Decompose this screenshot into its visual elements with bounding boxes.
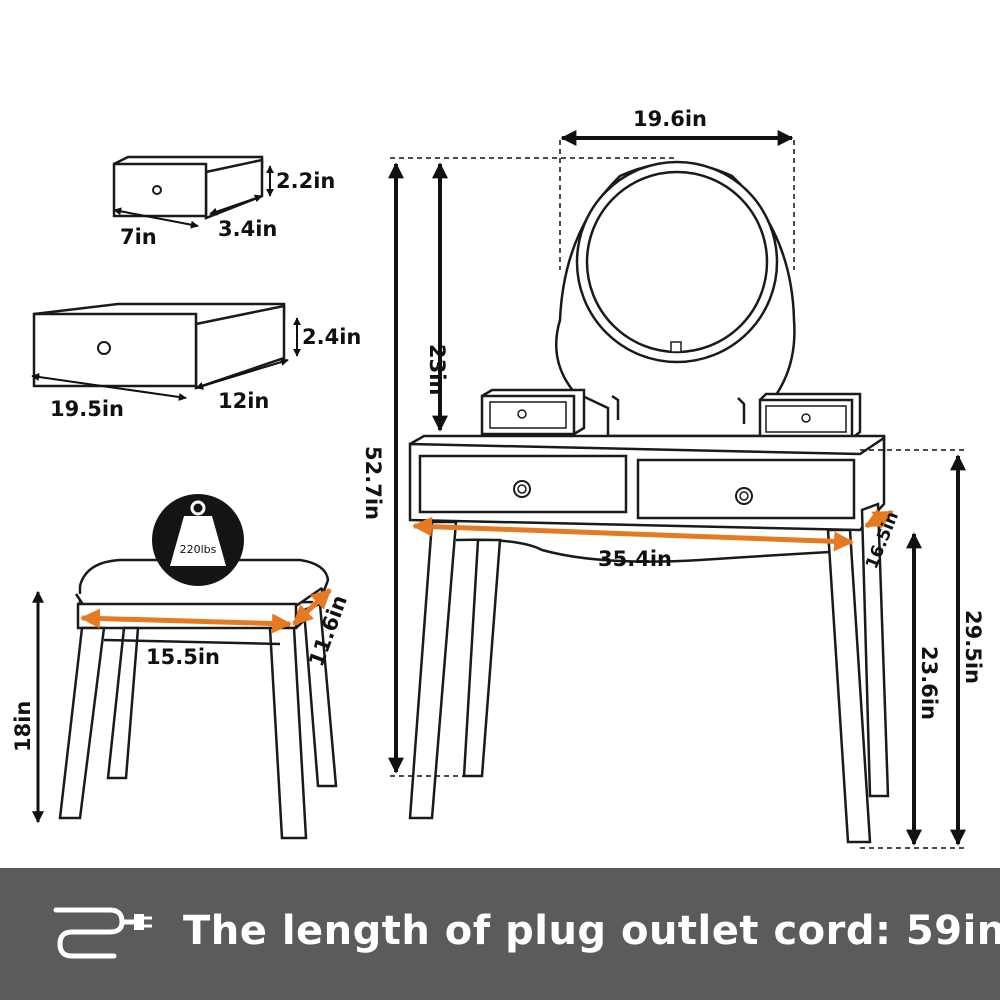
small-drawer-width-label: 7in [120, 225, 157, 249]
vanity-table-illustration [408, 160, 890, 844]
large-drawer-width-label: 19.5in [50, 397, 124, 421]
table-width-label: 35.4in [598, 547, 672, 571]
stool-dimension-arrows [32, 588, 332, 824]
stool-width-label: 15.5in [146, 645, 220, 669]
large-drawer-height-label: 2.4in [302, 325, 361, 349]
small-drawer-dimensions [113, 165, 274, 229]
large-drawer-dimensions [31, 317, 301, 401]
large-drawer-illustration [32, 302, 286, 390]
stool-illustration [58, 558, 338, 840]
large-drawer-depth-label: 12in [218, 389, 269, 413]
power-cord-icon [53, 907, 152, 959]
weight-capacity-label: 220lbs [180, 543, 217, 556]
total-height-label: 52.7in [361, 446, 385, 520]
vanity-dimension-arrows [388, 130, 966, 846]
small-drawer-height-label: 2.2in [276, 169, 335, 193]
cord-length-banner: The length of plug outlet cord: 59in [0, 868, 1000, 1000]
mirror-width-label: 19.6in [633, 107, 707, 131]
weight-capacity-badge: 220lbs [152, 494, 244, 586]
small-drawer-depth-label: 3.4in [218, 217, 277, 241]
stool-height-label: 18in [11, 701, 35, 752]
cord-length-text: The length of plug outlet cord: 59in [183, 908, 1000, 954]
small-drawer-illustration [112, 155, 264, 220]
vanity-dimension-guides [390, 140, 964, 849]
mirror-height-label: 23in [425, 344, 449, 395]
weight-icon [170, 500, 226, 566]
table-height-label: 29.5in [961, 610, 985, 684]
leg-clearance-label: 23.6in [917, 646, 941, 720]
